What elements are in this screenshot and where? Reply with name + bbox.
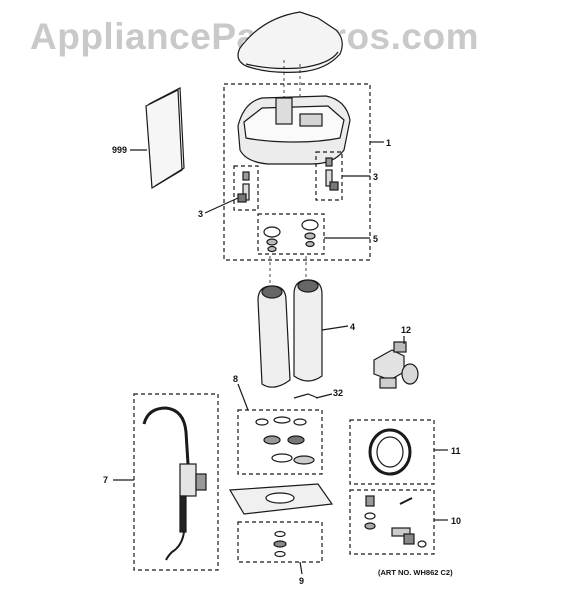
callout-3-right: 3 xyxy=(373,172,378,182)
callout-1: 1 xyxy=(386,138,391,148)
kit11-part xyxy=(368,428,412,476)
callout-3-left: 3 xyxy=(198,209,203,219)
faucet xyxy=(142,406,207,561)
callout-labels: 999 1 3 3 5 4 12 32 7 8 9 10 11 xyxy=(103,138,461,586)
callout-8: 8 xyxy=(233,374,238,384)
head-assembly-box xyxy=(223,83,371,261)
callout-999: 999 xyxy=(112,145,127,155)
right-fitting xyxy=(325,157,339,191)
clip xyxy=(293,393,333,399)
filter-head xyxy=(237,60,351,165)
kit8-parts xyxy=(255,416,315,465)
callout-12: 12 xyxy=(401,325,411,335)
left-fitting xyxy=(237,171,250,203)
kit9-parts xyxy=(273,530,287,558)
orings-box xyxy=(257,213,325,255)
kit11-box xyxy=(349,419,435,485)
kit9-box xyxy=(237,521,323,563)
callout-4: 4 xyxy=(350,322,355,332)
callout-11: 11 xyxy=(451,446,461,456)
kit8-box xyxy=(237,409,323,475)
faucet-box xyxy=(133,393,219,571)
manual-booklet xyxy=(130,87,185,190)
callout-5: 5 xyxy=(373,234,378,244)
callout-32: 32 xyxy=(333,388,343,398)
kit10-parts xyxy=(364,495,427,548)
left-fitting-box xyxy=(233,165,259,211)
art-number: (ART NO. WH862 C2) xyxy=(378,568,453,577)
orings xyxy=(263,219,319,253)
callout-9: 9 xyxy=(299,576,304,586)
callout-10: 10 xyxy=(451,516,461,526)
callout-7: 7 xyxy=(103,475,108,485)
kit10-box xyxy=(349,489,435,555)
filter-cartridges xyxy=(257,279,349,388)
top-cover xyxy=(237,11,343,73)
supply-valve xyxy=(373,336,419,389)
